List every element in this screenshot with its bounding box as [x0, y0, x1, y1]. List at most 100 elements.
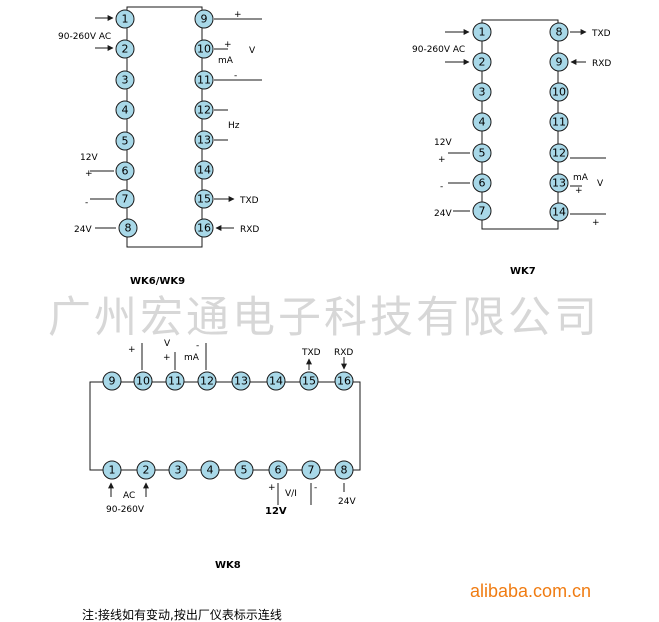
wk69-terminal-2 — [115, 39, 135, 59]
wk8-ma-label: mA — [184, 353, 200, 363]
wk7-title: WK7 — [510, 266, 536, 277]
wk69-terminal-3 — [115, 70, 135, 90]
wk69-terminal-5 — [115, 131, 135, 151]
wk8-terminal-13-label: 13 — [234, 375, 248, 388]
wk8-terminal-14-label: 14 — [269, 375, 283, 388]
wk8-terminal-15 — [299, 371, 319, 391]
wk8-terminal-3-label: 3 — [175, 464, 182, 477]
wk69-terminal-7 — [115, 189, 135, 209]
wk7-terminal-6-label: 6 — [479, 177, 486, 190]
wk69-terminal-9-label: 9 — [201, 13, 208, 26]
wk69-housing — [126, 6, 203, 248]
wk69-terminal-13 — [194, 130, 214, 150]
wk69-terminal-9 — [194, 9, 214, 29]
wk8-terminal-12-label: 12 — [200, 375, 214, 388]
wk7-housing — [481, 19, 559, 230]
wk69-terminal-12-label: 12 — [197, 104, 211, 117]
wk8-terminal-16 — [334, 371, 354, 391]
wk8-24v-label: 24V — [338, 497, 356, 507]
wk69-ma-label: mA — [218, 56, 234, 66]
wk69-terminal-6 — [115, 161, 135, 181]
wk69-terminal-6-label: 6 — [122, 165, 129, 178]
wk69-plus10-label: + — [224, 40, 232, 50]
wk8-terminal-4 — [200, 460, 220, 480]
wk8-terminal-2-label: 2 — [143, 464, 150, 477]
wk7-terminal-5-label: 5 — [479, 147, 486, 160]
wk8-terminal-12 — [197, 371, 217, 391]
wk69-terminal-3-label: 3 — [122, 74, 129, 87]
wk69-terminal-1 — [115, 9, 135, 29]
wk8-plus11-label: + — [163, 353, 171, 363]
wk69-ac-label: 90-260V AC — [58, 32, 111, 42]
wk7-plus14-label: + — [592, 218, 600, 228]
wk7-plus13-label: + — [575, 186, 583, 196]
wk69-terminal-8-label: 8 — [125, 222, 132, 235]
wk7-terminal-6 — [472, 173, 492, 193]
wk69-terminal-11-label: 11 — [197, 74, 211, 87]
wk69-12v-label: 12V — [80, 153, 98, 163]
wk7-terminal-12-label: 12 — [552, 147, 566, 160]
wk7-terminal-1-label: 1 — [479, 26, 486, 39]
wk7-terminal-2-label: 2 — [479, 56, 486, 69]
wk69-terminal-7-label: 7 — [122, 193, 129, 206]
wk8-terminal-8-label: 8 — [341, 464, 348, 477]
wk7-terminal-7 — [472, 201, 492, 221]
wk8-terminal-7-label: 7 — [308, 464, 315, 477]
wk69-terminal-4 — [115, 100, 135, 120]
wk69-terminal-15-label: 15 — [197, 193, 211, 206]
wk69-v-label: V — [249, 46, 256, 56]
wk69-minus-label: - — [85, 198, 88, 208]
brand-watermark: alibaba.com.cn — [470, 581, 591, 601]
wk7-terminal-5 — [472, 143, 492, 163]
wk69-plus-label: + — [85, 169, 93, 179]
wk8-terminal-6-label: 6 — [275, 464, 282, 477]
wk69-terminal-12 — [194, 100, 214, 120]
wk7-terminal-4 — [472, 112, 492, 132]
wk7-terminal-10 — [549, 82, 569, 102]
wk7-rxd-label: RXD — [592, 59, 611, 69]
wk69-terminal-11 — [194, 70, 214, 90]
wk8-terminal-6 — [268, 460, 288, 480]
wk8-housing — [89, 381, 361, 471]
wk7-terminal-8 — [549, 22, 569, 42]
wk8-terminal-9 — [102, 371, 122, 391]
wk8-ac-label: AC — [123, 491, 135, 501]
wk7-12v-label: 12V — [434, 138, 452, 148]
wk7-txd-label: TXD — [591, 29, 611, 39]
wk8-terminal-9-label: 9 — [109, 375, 116, 388]
wk8-terminal-10-label: 10 — [136, 375, 150, 388]
wk8-terminal-7 — [301, 460, 321, 480]
wk8-terminal-8 — [334, 460, 354, 480]
wk69-terminal-8 — [118, 218, 138, 238]
wk7-terminal-11-label: 11 — [552, 116, 566, 129]
wk69-terminal-14-label: 14 — [197, 164, 211, 177]
wk8-terminal-2 — [136, 460, 156, 480]
wk69-terminal-10-label: 10 — [197, 43, 211, 56]
wk8-terminal-13 — [231, 371, 251, 391]
wk7-terminal-11 — [549, 112, 569, 132]
wk8-rxd-label: RXD — [334, 348, 353, 358]
wk8-terminal-11 — [165, 371, 185, 391]
wk69-terminal-16-label: 16 — [197, 222, 211, 235]
wk7-terminal-12 — [549, 143, 569, 163]
wk69-rxd-label: RXD — [240, 225, 259, 235]
wk7-terminal-9-label: 9 — [556, 56, 563, 69]
wk8-terminal-10 — [133, 371, 153, 391]
wk7-terminal-13 — [549, 173, 569, 193]
wk8-terminal-1 — [102, 460, 122, 480]
wk7-terminal-2 — [472, 52, 492, 72]
wk8-terminal-14 — [266, 371, 286, 391]
wk8-terminal-5 — [234, 460, 254, 480]
wk7-minus-label: - — [440, 182, 443, 192]
wk7-ac-label: 90-260V AC — [412, 45, 465, 55]
wk8-v-label: V — [164, 339, 171, 349]
wk69-terminal-5-label: 5 — [122, 135, 129, 148]
wk7-terminal-1 — [472, 22, 492, 42]
wk8-plus10-label: + — [128, 345, 136, 355]
wk8-minus7-label: - — [314, 483, 317, 493]
wk69-terminal-1-label: 1 — [122, 13, 129, 26]
wk8-terminal-11-label: 11 — [168, 375, 182, 388]
wk7-terminal-7-label: 7 — [479, 205, 486, 218]
